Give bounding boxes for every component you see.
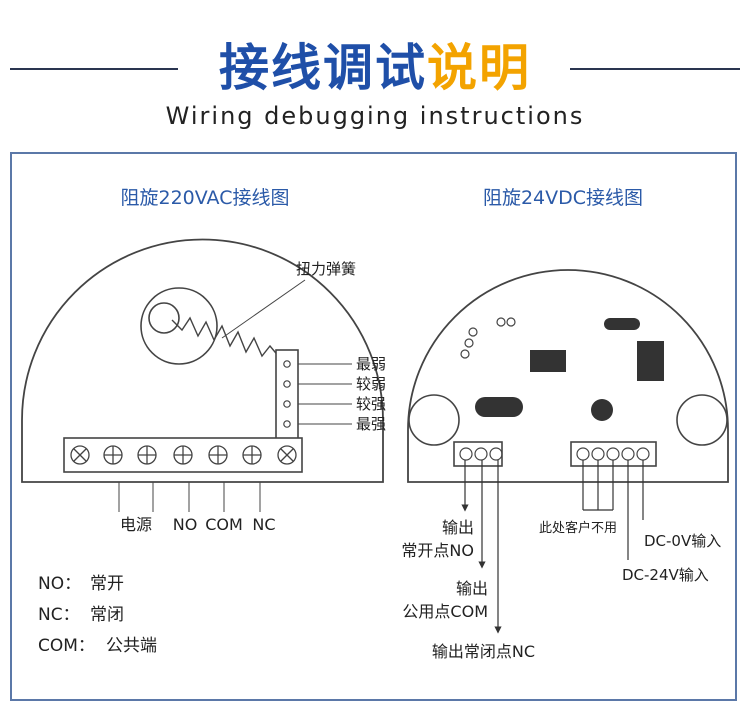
page-title: 接线调试说明 bbox=[0, 28, 750, 100]
title-part-blue: 接线调试 bbox=[219, 39, 427, 97]
legend-no-value: 常开 bbox=[90, 574, 124, 594]
terminal-power: 电源 bbox=[120, 515, 152, 534]
out-no-line1: 输出 bbox=[442, 518, 474, 537]
legend-no-key: NO： bbox=[38, 574, 81, 594]
dc-board-components bbox=[408, 317, 728, 446]
terminal-com: COM bbox=[205, 515, 243, 534]
dc-output-arrows bbox=[461, 460, 502, 634]
out-nc: 输出常闭点NC bbox=[432, 642, 535, 661]
dc-unused-bracket bbox=[582, 460, 614, 511]
adjust-holes bbox=[283, 360, 291, 428]
legend-nc-value: 常闭 bbox=[90, 605, 124, 625]
dc-housing bbox=[407, 269, 729, 483]
level-strongest: 最强 bbox=[356, 415, 386, 433]
level-leaders bbox=[298, 363, 352, 425]
header: 接线调试说明 Wiring debugging instructions bbox=[0, 0, 750, 140]
out-no-line2: 常开点NO bbox=[401, 541, 474, 560]
unused-label: 此处客户不用 bbox=[539, 520, 617, 536]
ac-diagram-title: 阻旋220VAC接线图 bbox=[121, 187, 290, 209]
dc-0v-label: DC-0V输入 bbox=[644, 532, 721, 550]
dc-output-connector bbox=[453, 441, 503, 467]
legend-com-value: 公共端 bbox=[106, 636, 157, 656]
torsion-spring bbox=[140, 279, 306, 365]
level-weak: 较弱 bbox=[356, 375, 386, 393]
level-strong: 较强 bbox=[356, 395, 386, 413]
ac-terminal-leads bbox=[118, 482, 261, 512]
ac-terminal-screws bbox=[70, 445, 297, 465]
dc-input-connector bbox=[570, 441, 657, 467]
spring-label: 扭力弹簧 bbox=[296, 260, 356, 278]
out-com-line2: 公用点COM bbox=[402, 602, 488, 621]
dc-input-leads bbox=[627, 460, 644, 560]
level-weakest: 最弱 bbox=[356, 355, 386, 373]
title-divider-right bbox=[570, 68, 740, 70]
terminal-no: NO bbox=[173, 515, 198, 534]
terminal-nc: NC bbox=[252, 515, 275, 534]
title-part-orange: 说明 bbox=[427, 39, 531, 97]
legend-com-key: COM： bbox=[38, 636, 95, 656]
title-divider-left bbox=[10, 68, 178, 70]
legend-nc-key: NC： bbox=[38, 605, 80, 625]
dc-diagram-title: 阻旋24VDC接线图 bbox=[483, 187, 643, 209]
page-subtitle: Wiring debugging instructions bbox=[165, 102, 585, 130]
adjust-strip bbox=[275, 349, 299, 441]
dc-output-pins bbox=[459, 447, 503, 461]
dc-24v-label: DC-24V输入 bbox=[622, 566, 709, 584]
out-com-line1: 输出 bbox=[456, 579, 488, 598]
